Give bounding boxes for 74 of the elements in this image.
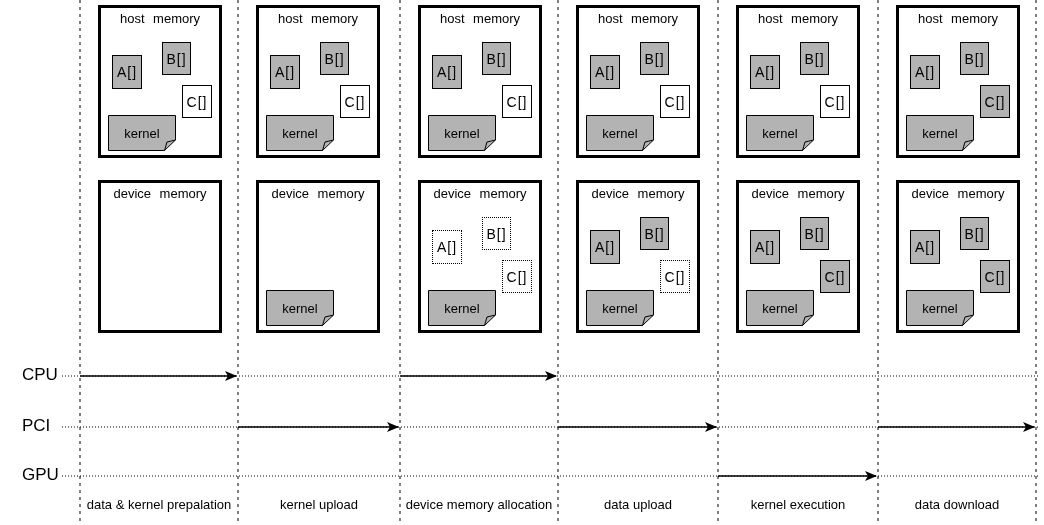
panel-title: device memory bbox=[750, 186, 846, 201]
array-box: C[] bbox=[340, 85, 370, 118]
array-box: A[] bbox=[910, 55, 940, 89]
stage-caption: device memory allocation bbox=[404, 495, 554, 514]
row-label: PCI bbox=[22, 416, 51, 436]
array-box: B[] bbox=[162, 42, 191, 75]
panel-title: host memory bbox=[756, 11, 840, 26]
array-box: A[] bbox=[270, 55, 300, 89]
array-box: B[] bbox=[800, 217, 829, 250]
panel-title: host memory bbox=[596, 11, 680, 26]
panel-title: device memory bbox=[270, 186, 366, 201]
array-box: B[] bbox=[800, 42, 829, 75]
panel-title: device memory bbox=[590, 186, 686, 201]
array-box: B[] bbox=[640, 217, 669, 250]
array-box: C[] bbox=[820, 85, 850, 118]
memory-panel bbox=[98, 180, 222, 333]
array-box: C[] bbox=[660, 260, 690, 293]
array-box: C[] bbox=[660, 85, 690, 118]
array-box: C[] bbox=[980, 260, 1010, 293]
stage-caption: kernel execution bbox=[749, 495, 847, 514]
document-shape: kernel bbox=[746, 290, 814, 326]
array-box: B[] bbox=[640, 42, 669, 75]
array-box: B[] bbox=[482, 42, 511, 75]
memory-panel bbox=[256, 180, 380, 333]
memory-panel bbox=[896, 5, 1020, 158]
array-box: A[] bbox=[432, 230, 462, 264]
memory-panel bbox=[736, 180, 860, 333]
stage-caption: kernel upload bbox=[278, 495, 360, 514]
panel-title: device memory bbox=[910, 186, 1006, 201]
panel-title: host memory bbox=[118, 11, 202, 26]
stage-caption: data & kernel prepalation bbox=[85, 495, 233, 514]
memory-panel bbox=[736, 5, 860, 158]
array-box: A[] bbox=[910, 230, 940, 264]
document-shape: kernel bbox=[108, 115, 176, 151]
memory-panel bbox=[98, 5, 222, 158]
array-box: B[] bbox=[960, 42, 989, 75]
array-box: C[] bbox=[980, 85, 1010, 118]
array-box: C[] bbox=[502, 260, 532, 293]
array-box: A[] bbox=[750, 55, 780, 89]
memory-panel bbox=[256, 5, 380, 158]
array-box: A[] bbox=[112, 55, 142, 89]
document-shape: kernel bbox=[428, 115, 496, 151]
panel-title: host memory bbox=[916, 11, 1000, 26]
array-box: C[] bbox=[502, 85, 532, 118]
row-label: CPU bbox=[22, 365, 58, 385]
panel-title: host memory bbox=[438, 11, 522, 26]
document-shape: kernel bbox=[746, 115, 814, 151]
document-shape: kernel bbox=[266, 290, 334, 326]
panel-title: device memory bbox=[112, 186, 208, 201]
document-shape: kernel bbox=[428, 290, 496, 326]
array-box: A[] bbox=[750, 230, 780, 264]
stage-caption: data download bbox=[913, 495, 1001, 514]
array-box: A[] bbox=[590, 230, 620, 264]
memory-panel bbox=[576, 180, 700, 333]
memory-panel bbox=[576, 5, 700, 158]
array-box: A[] bbox=[590, 55, 620, 89]
panel-title: host memory bbox=[276, 11, 360, 26]
row-label: GPU bbox=[22, 465, 59, 485]
panel-title: device memory bbox=[432, 186, 528, 201]
array-box: B[] bbox=[960, 217, 989, 250]
document-shape: kernel bbox=[906, 115, 974, 151]
stage-caption: data upload bbox=[603, 495, 673, 514]
array-box: B[] bbox=[320, 42, 349, 75]
document-shape: kernel bbox=[586, 115, 654, 151]
array-box: B[] bbox=[482, 217, 511, 250]
document-shape: kernel bbox=[266, 115, 334, 151]
memory-panel bbox=[418, 180, 542, 333]
array-box: A[] bbox=[432, 55, 462, 89]
memory-panel bbox=[418, 5, 542, 158]
document-shape: kernel bbox=[586, 290, 654, 326]
array-box: C[] bbox=[820, 260, 850, 293]
document-shape: kernel bbox=[906, 290, 974, 326]
memory-panel bbox=[896, 180, 1020, 333]
array-box: C[] bbox=[182, 85, 212, 118]
